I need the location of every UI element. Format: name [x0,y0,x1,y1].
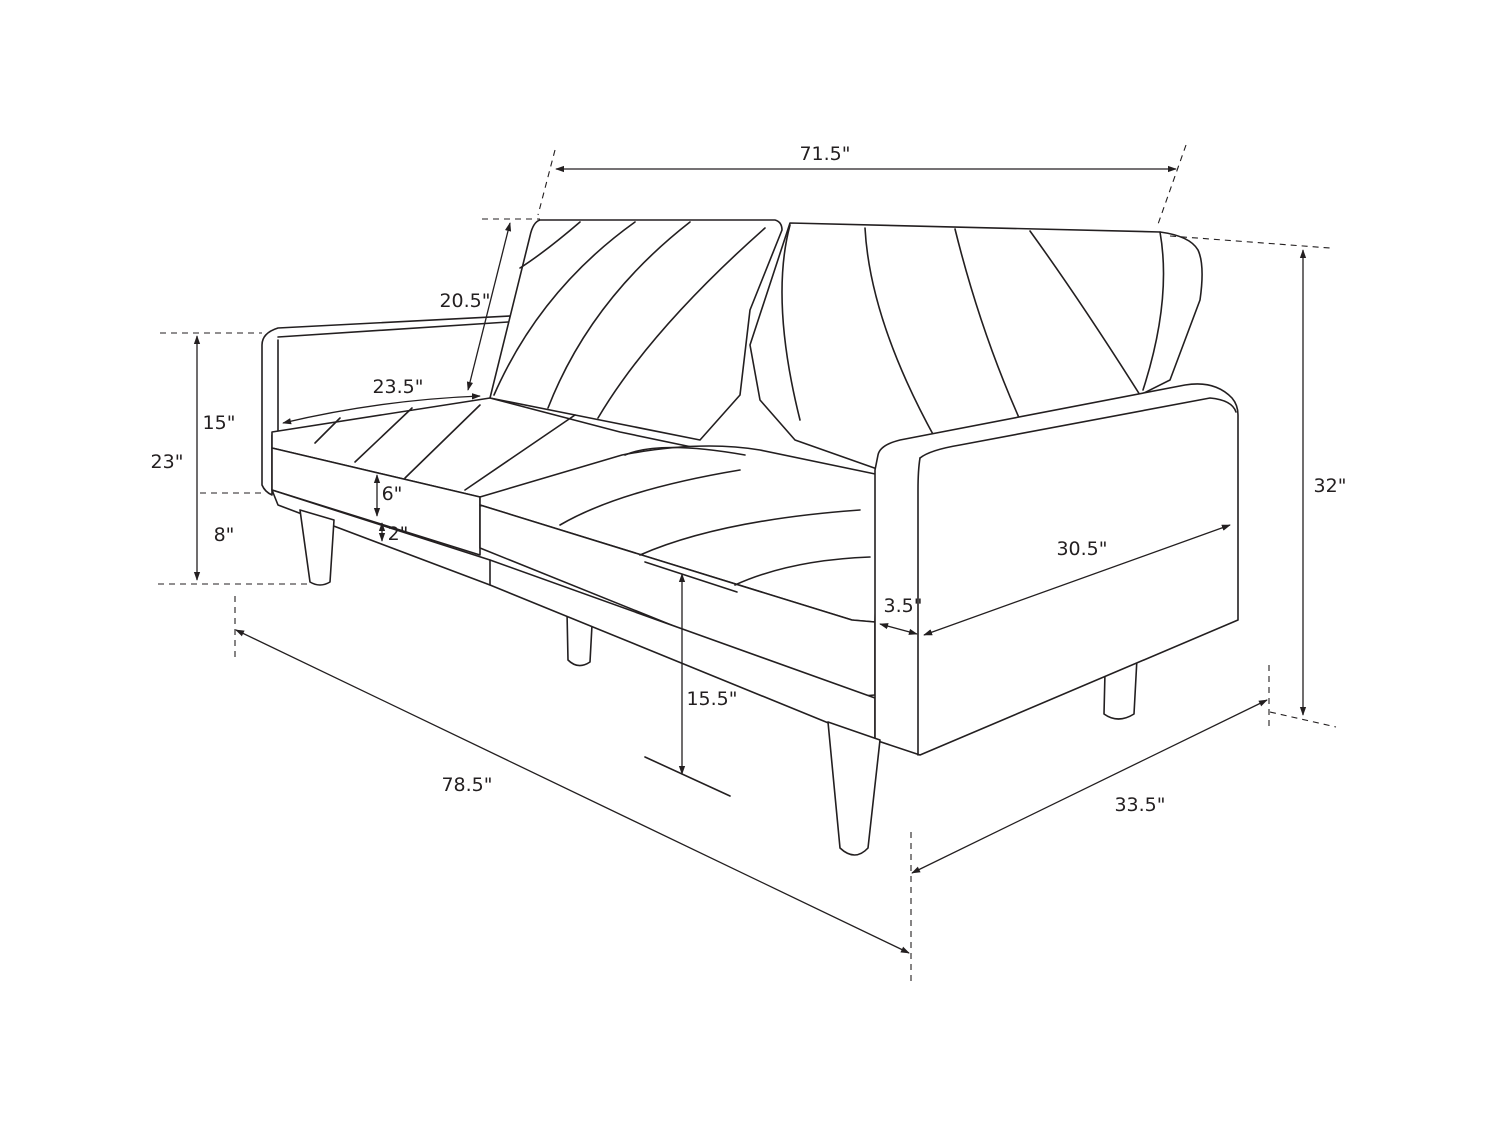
label-arm-height: 23" [151,451,184,473]
right-arm [874,383,1239,756]
label-overall-length: 78.5" [441,774,492,796]
front-right-leg [827,721,881,856]
dimension-labels: 71.5" 20.5" 23.5" 15" 23" 8" 6" 2" 32" 3… [151,143,1347,816]
label-arm-depth: 30.5" [1056,538,1107,560]
label-overall-depth: 33.5" [1114,794,1165,816]
dimension-lines [158,144,1337,982]
front-left-leg [299,509,335,586]
label-arm-back-height: 15" [203,412,236,434]
label-seat-depth: 23.5" [372,376,423,398]
backrest-left [489,219,783,441]
label-arm-width: 3.5" [884,595,923,617]
label-total-height: 32" [1314,475,1347,497]
label-base-thickness: 2" [388,523,409,545]
label-leg-height: 8" [214,524,235,546]
label-seat-height: 15.5" [686,688,737,710]
label-back-height: 20.5" [439,290,490,312]
label-top-width: 71.5" [799,143,850,165]
label-cushion-thickness: 6" [382,483,403,505]
